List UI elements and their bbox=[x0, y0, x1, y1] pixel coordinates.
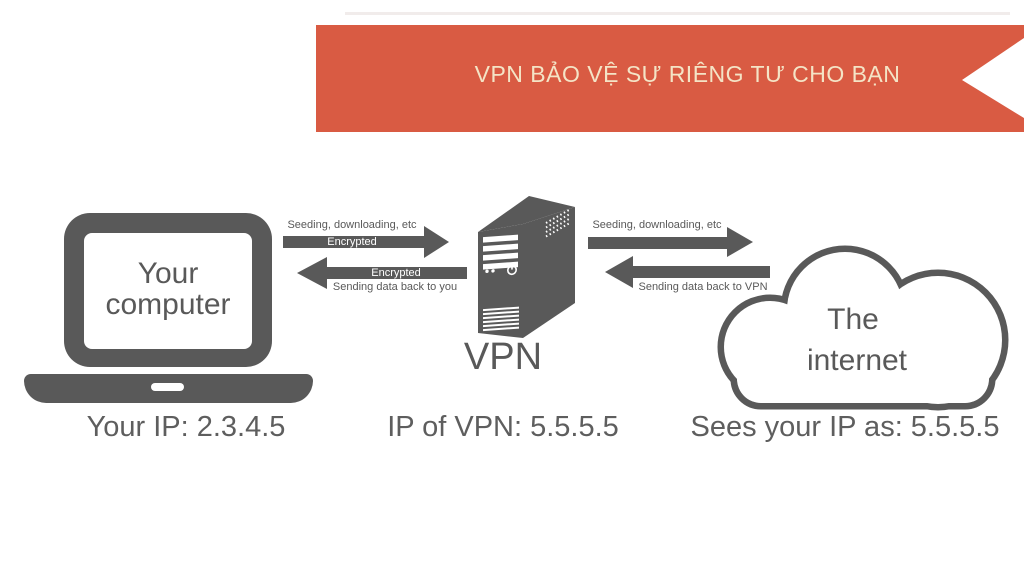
arrow-internet-to-vpn-icon bbox=[605, 256, 770, 288]
banner-ribbon: VPN BẢO VỆ SỰ RIÊNG TƯ CHO BẠN bbox=[316, 25, 1024, 132]
arrow-computer-to-vpn-icon bbox=[283, 226, 449, 258]
label-sending-back-to-vpn: Sending data back to VPN bbox=[638, 281, 768, 293]
laptop-screen-label-line2: computer bbox=[105, 288, 231, 321]
arrow-vpn-to-internet-icon bbox=[588, 227, 753, 257]
computer-ip-caption: Your IP: 2.3.4.5 bbox=[86, 411, 286, 443]
vpn-server-icon bbox=[478, 196, 575, 338]
internet-ip-caption: Sees your IP as: 5.5.5.5 bbox=[690, 411, 1000, 443]
laptop-screen bbox=[84, 233, 252, 349]
banner-title: VPN BẢO VỆ SỰ RIÊNG TƯ CHO BẠN bbox=[474, 60, 901, 87]
label-encrypted-top: Encrypted bbox=[327, 236, 377, 248]
cloud-icon bbox=[717, 245, 1009, 411]
laptop-base-notch bbox=[151, 383, 184, 391]
laptop-screen-label-line1: Your bbox=[137, 257, 199, 290]
vpn-ip-caption: IP of VPN: 5.5.5.5 bbox=[387, 411, 619, 443]
cloud-label-line1: The bbox=[827, 303, 879, 336]
label-seeding-left: Seeding, downloading, etc bbox=[287, 219, 417, 231]
label-seeding-right: Seeding, downloading, etc bbox=[592, 219, 722, 231]
arrow-vpn-to-computer-icon bbox=[297, 257, 467, 289]
cloud-label-line2: internet bbox=[806, 344, 908, 377]
banner-shadow bbox=[345, 12, 1010, 15]
vpn-label: VPN bbox=[463, 336, 543, 378]
label-sending-back-to-you: Sending data back to you bbox=[332, 281, 458, 293]
label-encrypted-bottom: Encrypted bbox=[371, 267, 421, 279]
